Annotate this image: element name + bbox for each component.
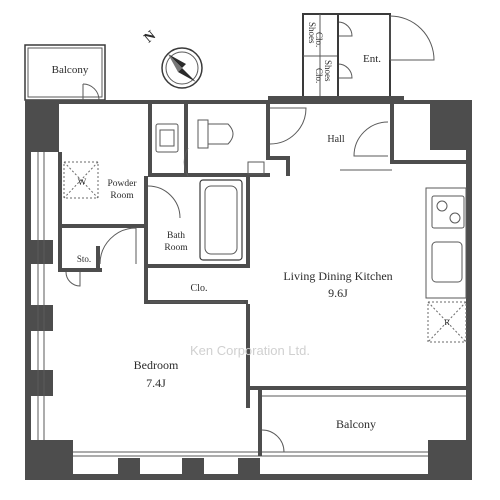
wall-powder-left <box>58 152 62 250</box>
right-wall <box>466 100 472 480</box>
balcony-top-label: Balcony <box>52 64 89 76</box>
shoes-label-1: Shoes <box>307 22 317 44</box>
column-bottom-left <box>25 440 73 480</box>
ldk-name-label: Living Dining Kitchen <box>283 269 392 283</box>
shoe-door-swing-1 <box>337 21 353 37</box>
bedroom-door-swing <box>65 271 81 287</box>
wall-toilet-bottom <box>148 173 270 177</box>
toilet-bowl <box>207 123 234 145</box>
kitchen-counter <box>425 187 467 299</box>
refrigerator-cross-1 <box>427 301 467 343</box>
bathtub-inner <box>204 185 238 255</box>
shoe-door-swing-2 <box>337 63 353 79</box>
column-bottom-2 <box>182 458 204 480</box>
entry-door-swing <box>353 121 389 157</box>
ldk-size-label: 9.6J <box>328 286 348 300</box>
burner-2 <box>449 212 461 224</box>
left-wall <box>25 100 31 480</box>
compass-needle-south <box>178 68 196 82</box>
wall-hall-step <box>286 156 290 176</box>
wall-balcony-left <box>258 386 262 456</box>
wall-toilet-left <box>148 104 152 176</box>
column-top-right <box>430 102 472 150</box>
clo-label-2: Clo. <box>314 68 324 83</box>
column-bottom-1 <box>118 458 140 480</box>
wall-toilet-right <box>266 104 270 160</box>
balcony-door-swing <box>82 83 100 101</box>
wall-storage-right <box>96 246 100 270</box>
wall-closet-left <box>144 264 148 304</box>
compass-inner-ring <box>165 51 199 85</box>
hall-label: Hall <box>327 134 344 145</box>
wall-sink-right <box>184 104 188 176</box>
refrigerator-cross-2 <box>427 301 467 343</box>
column-bottom-3 <box>238 458 260 480</box>
wall-hall-bottom-left <box>266 156 290 160</box>
wall-bath-bottom <box>144 264 248 268</box>
closet-label: Clo. <box>191 283 208 294</box>
wall-bath-right <box>246 176 250 268</box>
washer-area <box>63 161 99 199</box>
wall-kitchen-top <box>390 160 470 164</box>
balcony-top-inner <box>27 47 103 98</box>
hall-door-swing <box>269 107 307 145</box>
kitchen-sink <box>431 241 463 283</box>
balcony-bottom-door-swing <box>261 429 285 453</box>
storage-door-swing <box>99 227 137 265</box>
mullion-left-2 <box>25 305 53 331</box>
entrance-label: Ent. <box>363 53 381 65</box>
bathtub-outer <box>199 179 243 261</box>
refrigerator-area <box>427 301 467 343</box>
cooktop <box>431 195 465 229</box>
toilet-tank <box>197 119 209 149</box>
wall-bath-left <box>144 176 148 266</box>
compass-needle-north <box>168 54 186 68</box>
water-heater <box>247 161 265 175</box>
washer-cross-2 <box>63 161 99 199</box>
mullion-left-1 <box>25 240 53 264</box>
compass-north-label: N <box>142 28 159 46</box>
toilet-door-swing <box>183 147 189 177</box>
watermark: Ken Corporation Ltd. <box>190 343 310 358</box>
bath-room-label-line2: Room <box>164 243 188 253</box>
bath-room-label-line1: Bath <box>167 231 185 241</box>
column-bottom-right <box>428 440 472 480</box>
shoes-label-2: Shoes <box>323 60 333 82</box>
compass-needle-shade <box>168 54 182 72</box>
clo-label-1: Clo. <box>314 32 324 47</box>
front-door-swing <box>389 15 435 61</box>
compass: N <box>142 28 203 89</box>
bath-door-swing <box>147 185 181 219</box>
column-top-left <box>25 102 59 152</box>
bedroom-size-label: 7.4J <box>146 376 166 390</box>
balcony-bottom-label: Balcony <box>336 417 376 431</box>
mullion-left-3 <box>25 370 53 396</box>
powder-room-label-line1: Powder <box>107 179 137 189</box>
washer-label: W <box>78 177 87 187</box>
compass-outer-ring <box>161 47 203 89</box>
refrigerator-label: R <box>444 318 450 327</box>
sink <box>155 123 179 153</box>
wall-powder-bottom <box>58 224 148 228</box>
powder-room-label-line2: Room <box>110 191 134 201</box>
wall-storage-left <box>58 246 62 270</box>
storage-label: Sto. <box>77 254 91 264</box>
wall-bedroom-right <box>246 304 250 408</box>
bedroom-name-label: Bedroom <box>134 358 179 372</box>
top-wall <box>25 100 471 104</box>
wall-storage-bottom <box>58 268 102 272</box>
sink-basin <box>159 129 175 147</box>
wall-hall-right <box>390 104 394 164</box>
entrance-wall <box>268 96 404 102</box>
burner-1 <box>436 200 448 212</box>
